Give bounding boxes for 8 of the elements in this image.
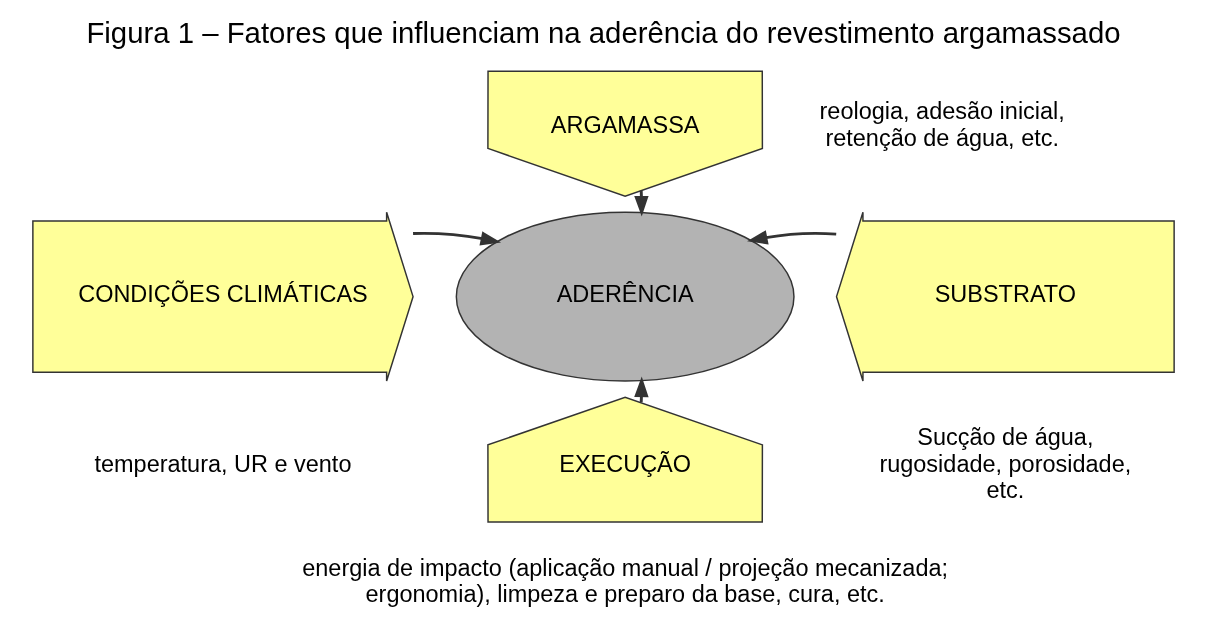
node-label: energia de impacto (aplicação manual / projeção mecanizada; ergonomia), limpeza e preparo da base, cura, etc. <box>302 554 949 608</box>
node-label: temperatura, UR e vento <box>94 450 352 477</box>
node-label: reologia, adesão inicial, retenção de água, etc. <box>819 98 1065 151</box>
node-label: Sucção de água, rugosidade, porosidade, etc. <box>879 424 1132 504</box>
node-ellipse: ADERÊNCIA <box>455 211 795 382</box>
diagram-title: Figura 1 – Fatores que influenciam na aderência do revestimento argamassado <box>86 16 1121 50</box>
arrow <box>413 231 502 246</box>
arrow <box>747 230 837 245</box>
